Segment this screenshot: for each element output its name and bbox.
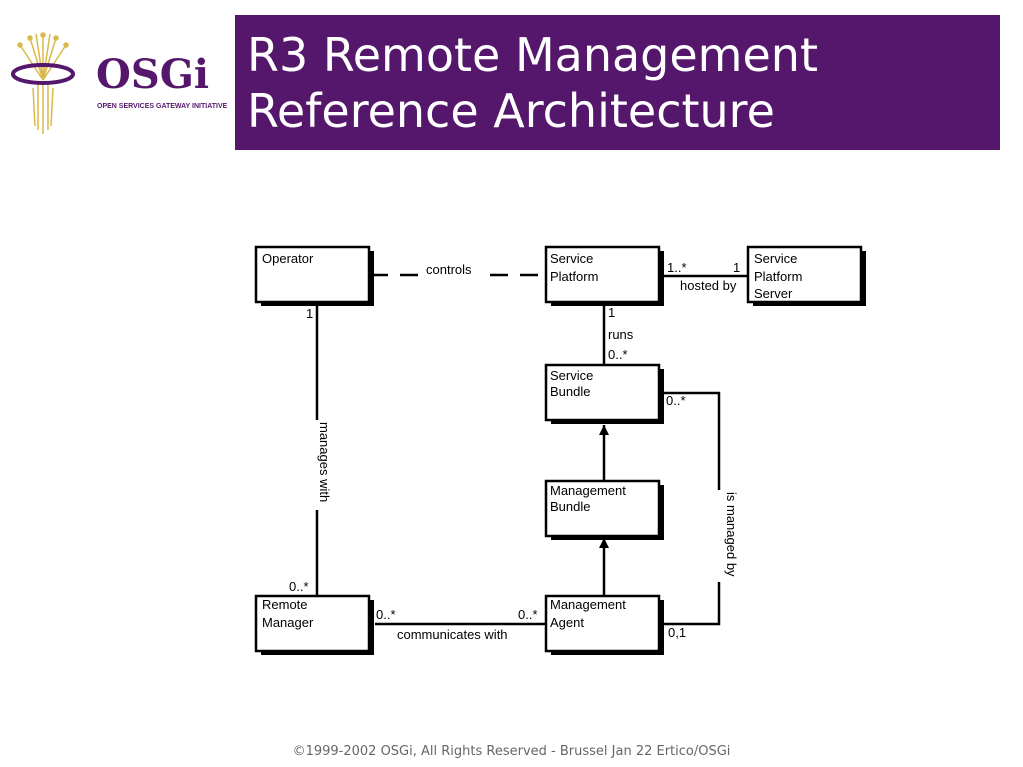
remote-manager-label-1: Remote (262, 597, 308, 612)
runs-platform-multiplicity: 1 (608, 305, 615, 320)
hosted-by-platform-multiplicity: 1..* (667, 260, 687, 275)
service-platform-server-box: Service Platform Server (746, 245, 866, 306)
manages-with-operator-multiplicity: 1 (306, 306, 313, 321)
service-platform-box: Service Platform (544, 245, 664, 306)
operator-label: Operator (262, 251, 314, 266)
management-bundle-box: Management Bundle (544, 479, 664, 540)
service-bundle-box: Service Bundle (544, 363, 664, 424)
operator-box: Operator (254, 245, 374, 306)
title-banner: R3 Remote Management Reference Architect… (235, 15, 1000, 150)
logo-ring-icon (11, 63, 75, 85)
service-bundle-label-1: Service (550, 368, 593, 383)
remote-manager-box: Remote Manager (254, 594, 374, 655)
is-managed-by-agent-multiplicity: 0,1 (668, 625, 686, 640)
management-agent-label-2: Agent (550, 615, 584, 630)
remote-manager-label-2: Manager (262, 615, 314, 630)
manages-with-manager-multiplicity: 0..* (289, 579, 309, 594)
slide-title-line-2: Reference Architecture (247, 84, 775, 138)
controls-label: controls (426, 262, 472, 277)
slide-title-line-1: R3 Remote Management (247, 28, 818, 82)
manages-with-label: manages with (317, 422, 332, 502)
hosted-by-label: hosted by (680, 278, 737, 293)
service-platform-label-2: Platform (550, 269, 598, 284)
communicates-agent-multiplicity: 0..* (518, 607, 538, 622)
runs-label: runs (608, 327, 634, 342)
server-label-2: Platform (754, 269, 802, 284)
server-label-3: Server (754, 286, 793, 301)
communicates-manager-multiplicity: 0..* (376, 607, 396, 622)
osgi-logo-graphic: OSGi OPEN SERVICES GATEWAY INITIATIVE (11, 32, 228, 134)
service-platform-label-1: Service (550, 251, 593, 266)
osgi-logo: OSGi OPEN SERVICES GATEWAY INITIATIVE (8, 30, 228, 140)
management-bundle-label-1: Management (550, 483, 626, 498)
service-bundle-label-2: Bundle (550, 384, 590, 399)
server-label-1: Service (754, 251, 797, 266)
is-managed-by-bundle-multiplicity: 0..* (666, 393, 686, 408)
runs-bundle-multiplicity: 0..* (608, 347, 628, 362)
communicates-with-label: communicates with (397, 627, 508, 642)
footer-copyright: ©1999-2002 OSGi, All Rights Reserved - B… (292, 744, 731, 759)
logo-wordmark: OSGi (96, 51, 209, 98)
logo-rays-icon (17, 32, 69, 134)
management-agent-box: Management Agent (544, 594, 664, 655)
management-agent-label-1: Management (550, 597, 626, 612)
is-managed-by-label: is managed by (724, 492, 739, 577)
logo-tagline: OPEN SERVICES GATEWAY INITIATIVE (97, 103, 228, 110)
hosted-by-server-multiplicity: 1 (733, 260, 740, 275)
management-bundle-label-2: Bundle (550, 499, 590, 514)
is-managed-by-connector (660, 391, 721, 626)
